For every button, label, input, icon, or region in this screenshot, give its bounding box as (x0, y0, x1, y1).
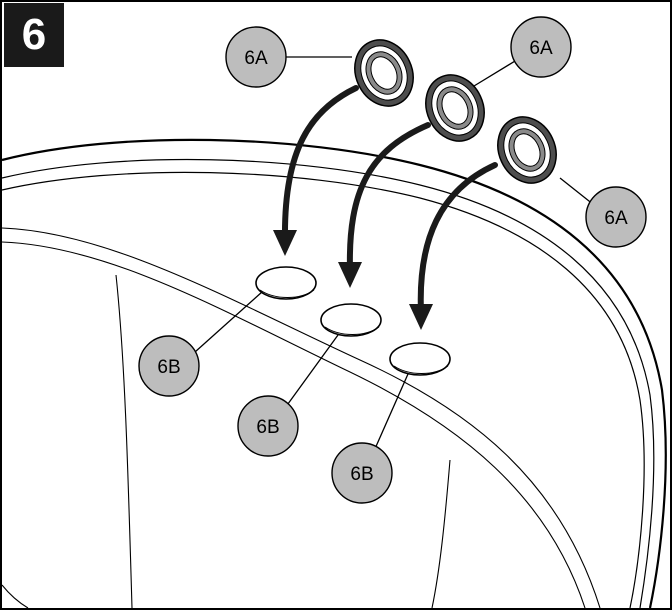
callout-6a-1: 6A (225, 26, 287, 88)
arrowheads (273, 230, 433, 330)
leader-lines (194, 56, 595, 461)
gasket-3 (497, 116, 557, 184)
svg-text:6B: 6B (256, 417, 279, 438)
gasket-1 (354, 39, 414, 107)
arrow-1 (281, 85, 359, 241)
callout-6b-1: 6B (138, 335, 200, 397)
callout-6b-2: 6B (237, 395, 299, 457)
svg-text:6A: 6A (529, 38, 553, 59)
callout-6a-2: 6A (510, 16, 572, 78)
gasket-2 (425, 74, 485, 142)
svg-text:6A: 6A (244, 48, 268, 69)
callout-6b-3: 6B (331, 442, 393, 504)
sink-rim (1, 138, 667, 609)
callout-6a-3: 6A (585, 186, 647, 248)
sink-basin (1, 227, 601, 609)
svg-text:6A: 6A (604, 208, 628, 229)
faucet-hole-1 (255, 266, 317, 300)
arrow-3 (417, 162, 498, 315)
faucet-hole-3 (389, 342, 451, 376)
install-arrows (281, 85, 498, 315)
arrow-2 (346, 122, 431, 273)
svg-text:6B: 6B (350, 464, 373, 485)
svg-text:6B: 6B (157, 357, 180, 378)
step-number: 6 (21, 10, 47, 59)
faucet-hole-2 (320, 303, 382, 337)
step-number-box: 6 (4, 3, 64, 67)
